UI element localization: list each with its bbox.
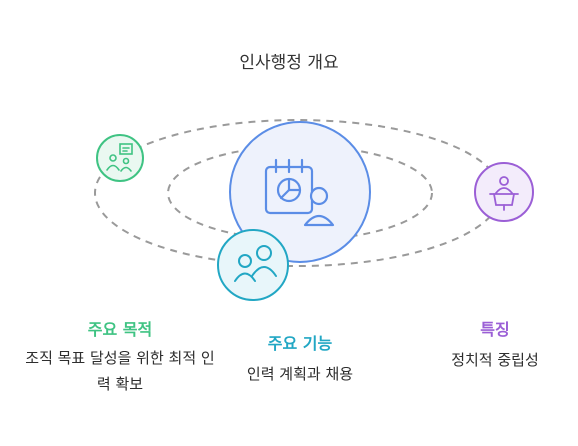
feature-description: 정치적 중립성 bbox=[451, 351, 539, 369]
function-description: 인력 계획과 채용 bbox=[246, 365, 354, 383]
presentation-team-icon bbox=[106, 143, 133, 172]
goal-node bbox=[96, 134, 144, 182]
podium-speaker-icon bbox=[489, 176, 519, 211]
people-group-icon bbox=[234, 245, 277, 282]
center-node bbox=[229, 121, 371, 263]
function-node bbox=[217, 229, 289, 301]
page-title: 인사행정 개요 bbox=[239, 53, 339, 73]
feature-heading: 특징 bbox=[480, 320, 510, 339]
goal-description: 조직 목표 달성을 위한 최적 인력 확보 bbox=[25, 349, 215, 393]
function-heading: 주요 기능 bbox=[267, 334, 333, 353]
feature-node bbox=[474, 162, 534, 222]
goal-heading: 주요 목적 bbox=[87, 320, 153, 339]
calendar-chart-person-icon bbox=[264, 158, 335, 227]
